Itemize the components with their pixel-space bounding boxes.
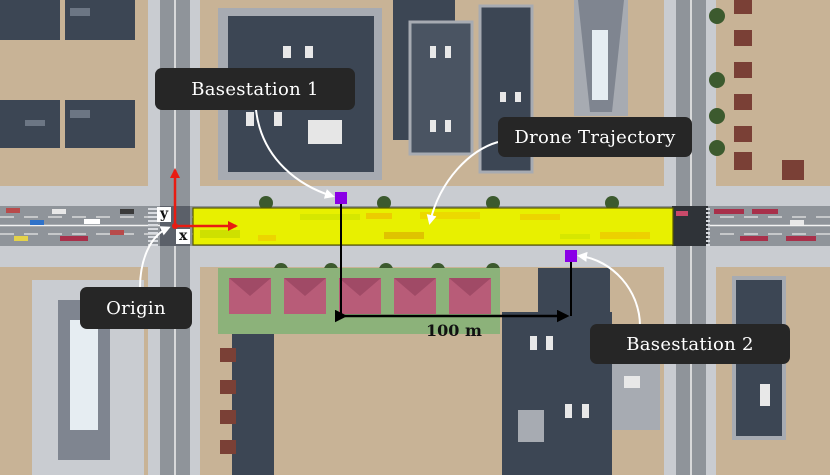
y-axis-label: y xyxy=(157,207,172,222)
origin-point xyxy=(172,223,178,229)
arrow-drone-trajectory xyxy=(426,141,499,225)
building xyxy=(232,334,274,475)
drone-trajectory-label: Drone Trajectory xyxy=(498,117,692,157)
distance-label: 100 m xyxy=(426,321,482,340)
arrow-origin xyxy=(139,226,171,289)
basestation-1-marker xyxy=(335,192,347,204)
building-block xyxy=(0,0,60,40)
trajectory-texture xyxy=(200,212,650,241)
car-icon xyxy=(6,208,816,241)
sidewalk-top xyxy=(0,186,830,206)
house-icon xyxy=(229,278,491,314)
basestation-2-marker xyxy=(565,250,577,262)
building-block xyxy=(65,100,135,148)
house-icon xyxy=(220,348,236,454)
sidewalk-bottom xyxy=(0,245,830,267)
house-icon xyxy=(734,0,804,180)
building xyxy=(408,20,474,156)
basestation-1-label: Basestation 1 xyxy=(155,68,355,110)
arrow-basestation-1 xyxy=(255,109,335,199)
building xyxy=(538,268,610,318)
arrow-basestation-2 xyxy=(577,251,641,327)
origin-label: Origin xyxy=(80,287,192,329)
x-axis-label: x xyxy=(176,229,191,244)
building-block xyxy=(65,0,135,40)
basestation-2-label: Basestation 2 xyxy=(590,324,790,364)
crosswalks xyxy=(148,206,716,246)
